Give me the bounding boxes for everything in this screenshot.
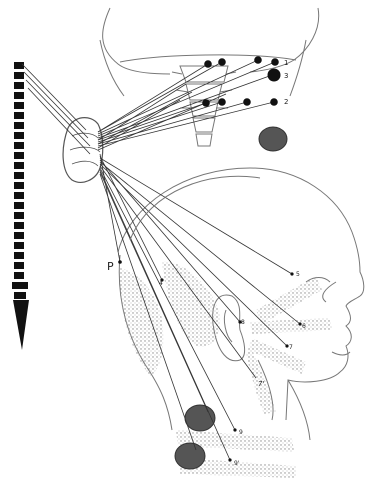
spine-bar-12: [14, 172, 24, 179]
referral-line-12: [98, 102, 247, 144]
nose-outline: [323, 282, 336, 302]
referral-line-25: [100, 168, 235, 430]
referral-zone-forehead: [256, 276, 322, 324]
label-point-p: P: [107, 260, 114, 273]
referral-line-6: [98, 62, 222, 132]
spine-bar-14: [14, 192, 24, 199]
point-dot-3: [254, 56, 262, 64]
label-point-1: 1: [284, 59, 288, 67]
referral-line-13: [98, 102, 274, 146]
neck-front: [288, 380, 310, 440]
point-dot-15: [233, 428, 236, 431]
spine-bar-15: [14, 202, 24, 209]
referral-line-2: [24, 72, 88, 138]
spine-bar-21: [14, 262, 24, 269]
spine-bar-2: [14, 72, 24, 79]
spine-bar-9: [14, 142, 24, 149]
referral-line-11: [98, 102, 222, 142]
point-dot-4: [271, 58, 279, 66]
label-point-8: 8: [241, 319, 245, 326]
spine-bar-19: [14, 242, 24, 249]
referral-zone-occipital: [120, 268, 163, 376]
label-point-9-prime: 9': [234, 460, 240, 467]
label-point-7: 7: [289, 344, 293, 351]
label-point-3: 3: [284, 72, 288, 80]
point-dot-8: [243, 98, 251, 106]
spine-bar-10: [14, 152, 24, 159]
spine-bar-6: [14, 112, 24, 119]
label-point-7-prime: 7': [258, 380, 264, 388]
point-dot-7: [218, 98, 226, 106]
label-point-4: 4: [159, 280, 163, 287]
label-point-6: 6: [302, 323, 306, 330]
point-dot-6: [202, 99, 210, 107]
spine-bar-23: [12, 282, 28, 289]
referral-line-7: [98, 60, 258, 134]
spine-bar-24: [14, 292, 26, 299]
referral-lines: [22, 60, 300, 460]
spine-bar-13: [14, 182, 24, 189]
spine-bar-16: [14, 212, 24, 219]
point-dot-2: [218, 58, 226, 66]
referral-zones: [120, 262, 332, 478]
referral-line-5: [98, 64, 208, 132]
spine-bar-7: [14, 122, 24, 129]
label-point-9: 9: [239, 429, 243, 436]
referral-line-3: [26, 80, 90, 146]
spine-bar-1: [14, 62, 24, 69]
point-dot-10: [290, 272, 293, 275]
point-dot-17: [118, 260, 122, 264]
trigger-point-dots: [118, 56, 301, 461]
point-dot-16: [228, 458, 231, 461]
spine-bar-5: [14, 102, 24, 109]
spine-bar-3: [14, 82, 24, 89]
spine-bar-8: [14, 132, 24, 139]
neck-outline-left: [103, 8, 170, 74]
label-point-2: 2: [284, 98, 288, 106]
spine-bar-column: [12, 62, 29, 350]
marker-neck-top: [259, 127, 287, 151]
spine-bar-4: [14, 92, 24, 99]
point-dot-9: [270, 98, 278, 106]
referral-line-10: [98, 103, 206, 140]
label-point-5: 5: [296, 271, 300, 278]
spine-bar-17: [14, 222, 24, 229]
spine-bar-18: [14, 232, 24, 239]
referral-line-15: [98, 92, 192, 144]
spine-bar-20: [14, 252, 24, 259]
shoulder-left: [100, 40, 124, 96]
marker-throat-upper: [185, 405, 215, 431]
referral-line-1: [22, 64, 86, 130]
shoulder-right: [290, 40, 306, 96]
spine-arrow-tip: [13, 300, 29, 350]
point-dot-1: [204, 60, 212, 68]
referral-zone-temporal: [162, 262, 220, 347]
point-dot-5: [268, 69, 281, 82]
marker-throat-lower: [175, 443, 205, 469]
skull-arc: [130, 176, 260, 240]
spine-bar-22: [14, 272, 24, 279]
spine-bar-11: [14, 162, 24, 169]
